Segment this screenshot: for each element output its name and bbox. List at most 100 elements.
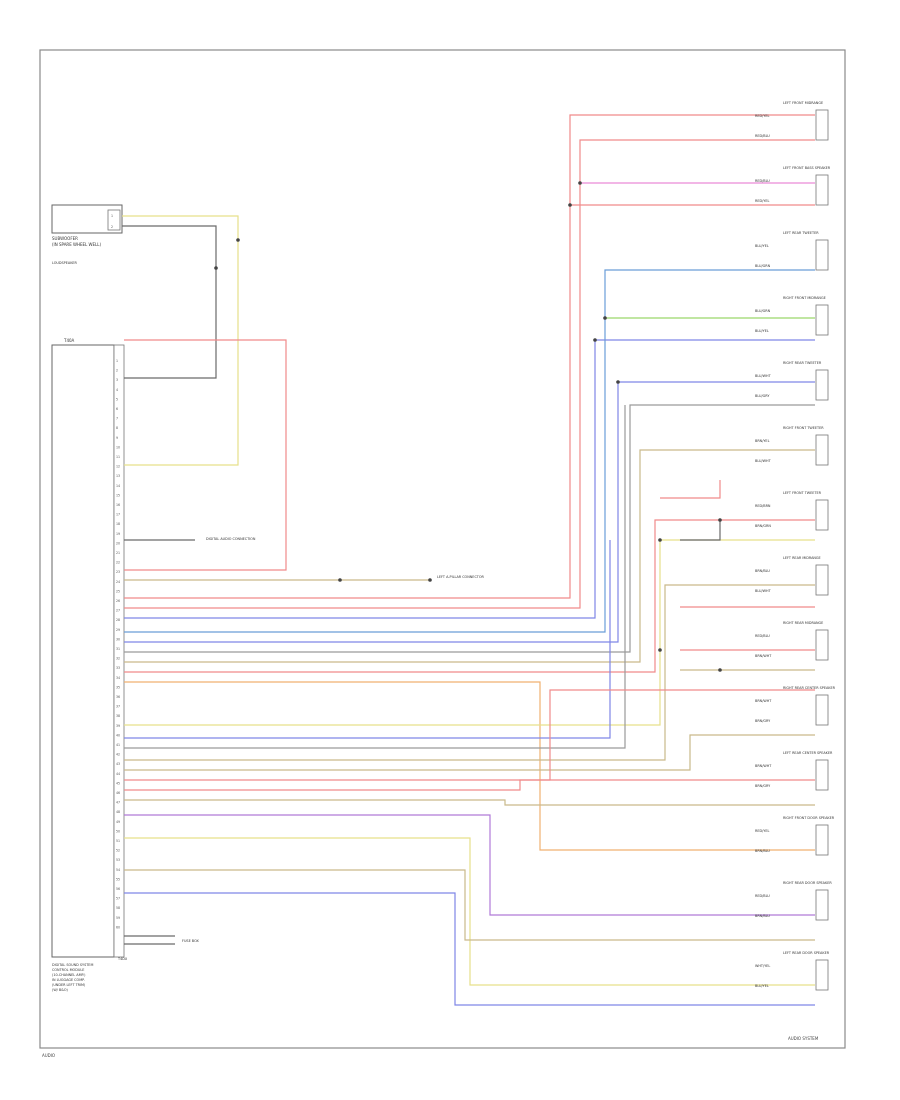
module-pin-18: 18 xyxy=(116,522,120,526)
module-connector-bottom-label: T4DX xyxy=(117,957,128,961)
module-connector xyxy=(113,344,125,958)
module-pin-45: 45 xyxy=(116,781,120,785)
speaker-connector xyxy=(815,629,829,661)
speaker-connector xyxy=(815,369,829,401)
module-pin-52: 52 xyxy=(116,849,120,853)
speaker-name: LEFT FRONT BASS SPEAKER xyxy=(783,166,831,170)
speaker-wire2-label: BLU/GRY xyxy=(755,394,770,398)
wire-lower-2 xyxy=(124,540,611,739)
wire-rr-tw-b xyxy=(124,404,815,653)
speaker-connector xyxy=(815,304,829,336)
speaker-wire2-label: BRN/GRY xyxy=(755,784,771,788)
speaker-group: LEFT FRONT MIDRANGE RED/YEL RED/BLU LEFT FR… xyxy=(755,101,836,991)
speaker-name: RIGHT FRONT MIDRANGE xyxy=(783,296,826,300)
module-pin-43: 43 xyxy=(116,762,120,766)
wire-link-1 xyxy=(680,520,721,541)
module-pin-39: 39 xyxy=(116,724,120,728)
subwoofer-sublabel: LOUDSPEAKER xyxy=(52,261,78,265)
subwoofer-component: SUBWOOFER (IN SPARE WHEEL WELL) LOUDSPEA… xyxy=(51,204,123,265)
module-pin-35: 35 xyxy=(116,685,120,689)
wire-rf-mid xyxy=(124,269,815,633)
wire-lower-7 xyxy=(124,779,815,791)
module-pin-3: 3 xyxy=(116,378,118,382)
speaker-connector xyxy=(815,959,829,991)
wire-subwoofer-neg xyxy=(122,225,217,379)
speaker-name: LEFT REAR MIDRANGE xyxy=(783,556,821,560)
subwoofer-label-1: SUBWOOFER xyxy=(52,236,78,241)
wire-lower-8 xyxy=(124,799,815,806)
speaker-connector xyxy=(815,824,829,856)
speaker-name: RIGHT FRONT DOOR SPEAKER xyxy=(783,816,835,820)
digital-audio-label: DIGITAL AUDIO CONNECTION xyxy=(206,537,256,541)
subwoofer-label-2: (IN SPARE WHEEL WELL) xyxy=(52,242,101,247)
module-pin-47: 47 xyxy=(116,801,120,805)
wire-link-2 xyxy=(660,480,721,499)
diagram-frame xyxy=(39,49,846,1049)
module-pin-6: 6 xyxy=(116,407,118,411)
speaker-name: RIGHT REAR TWEETER xyxy=(783,361,822,365)
wire-lower-4 xyxy=(124,584,815,761)
module-pin-26: 26 xyxy=(116,599,120,603)
speaker-connector xyxy=(815,434,829,466)
module-pin-4: 4 xyxy=(116,388,118,392)
module-pin-5: 5 xyxy=(116,397,118,401)
wire-lower-9 xyxy=(124,814,815,916)
wire-lr-tw xyxy=(124,339,815,619)
module-pin-21: 21 xyxy=(116,551,120,555)
module-label-2: CONTROL MODULE xyxy=(52,968,84,972)
module-pin-31: 31 xyxy=(116,647,120,651)
speaker-wire1-label: RED/YEL xyxy=(755,114,769,118)
a-pillar-dot xyxy=(428,578,432,582)
module-pin-29: 29 xyxy=(116,628,120,632)
module-pin-9: 9 xyxy=(116,436,118,440)
module-pin-51: 51 xyxy=(116,839,120,843)
splice-dot-5 xyxy=(616,380,620,384)
speaker-wire1-label: BRN/WHT xyxy=(755,699,772,703)
wire-lower-3 xyxy=(124,405,626,749)
module-pin-22: 22 xyxy=(116,561,120,565)
a-pillar-dot-2 xyxy=(338,578,342,582)
speaker-wire2-label: BLU/WHT xyxy=(755,459,772,463)
speaker-wire1-label: RED/BLU xyxy=(755,179,770,183)
speaker-connector xyxy=(815,174,829,206)
fuse-label: FUSE BOX xyxy=(182,939,200,943)
speaker-wire1-label: RED/BLU xyxy=(755,894,770,898)
module-pin-50: 50 xyxy=(116,829,120,833)
speaker-wire1-label: BLU/YEL xyxy=(755,244,769,248)
speaker-11: LEFT REAR CENTER SPEAKER BRN/WHT BRN/GRY xyxy=(755,751,833,791)
splice-dot-2 xyxy=(568,203,572,207)
wire-lf-tw xyxy=(124,519,815,673)
module-pin-53: 53 xyxy=(116,858,120,862)
module-pin-44: 44 xyxy=(116,772,120,776)
wire-lower-1 xyxy=(124,539,815,726)
module-connector-top-label: T40A xyxy=(63,338,75,343)
speaker-name: LEFT FRONT MIDRANGE xyxy=(783,101,823,105)
speaker-wire1-label: RED/BLU xyxy=(755,634,770,638)
speaker-wire1-label: BRN/WHT xyxy=(755,764,772,768)
footer-left: AUDIO xyxy=(42,1053,55,1058)
module-pin-34: 34 xyxy=(116,676,120,680)
module-pin-41: 41 xyxy=(116,743,120,747)
module-pin-17: 17 xyxy=(116,513,120,517)
speaker-name: LEFT REAR CENTER SPEAKER xyxy=(783,751,833,755)
speaker-wire1-label: BLU/GRN xyxy=(755,309,771,313)
wire-lower-6 xyxy=(124,689,815,781)
speaker-connector xyxy=(815,499,829,531)
splice-dot-11 xyxy=(236,238,240,242)
module-pin-8: 8 xyxy=(116,426,118,430)
wire-rf-tw xyxy=(124,449,815,663)
module-pin-60: 60 xyxy=(116,925,120,929)
speaker-name: LEFT REAR DOOR SPEAKER xyxy=(783,951,830,955)
splice-dot-3 xyxy=(603,316,607,320)
left-a-pillar-label: LEFT A-PILLAR CONNECTOR xyxy=(437,575,485,579)
